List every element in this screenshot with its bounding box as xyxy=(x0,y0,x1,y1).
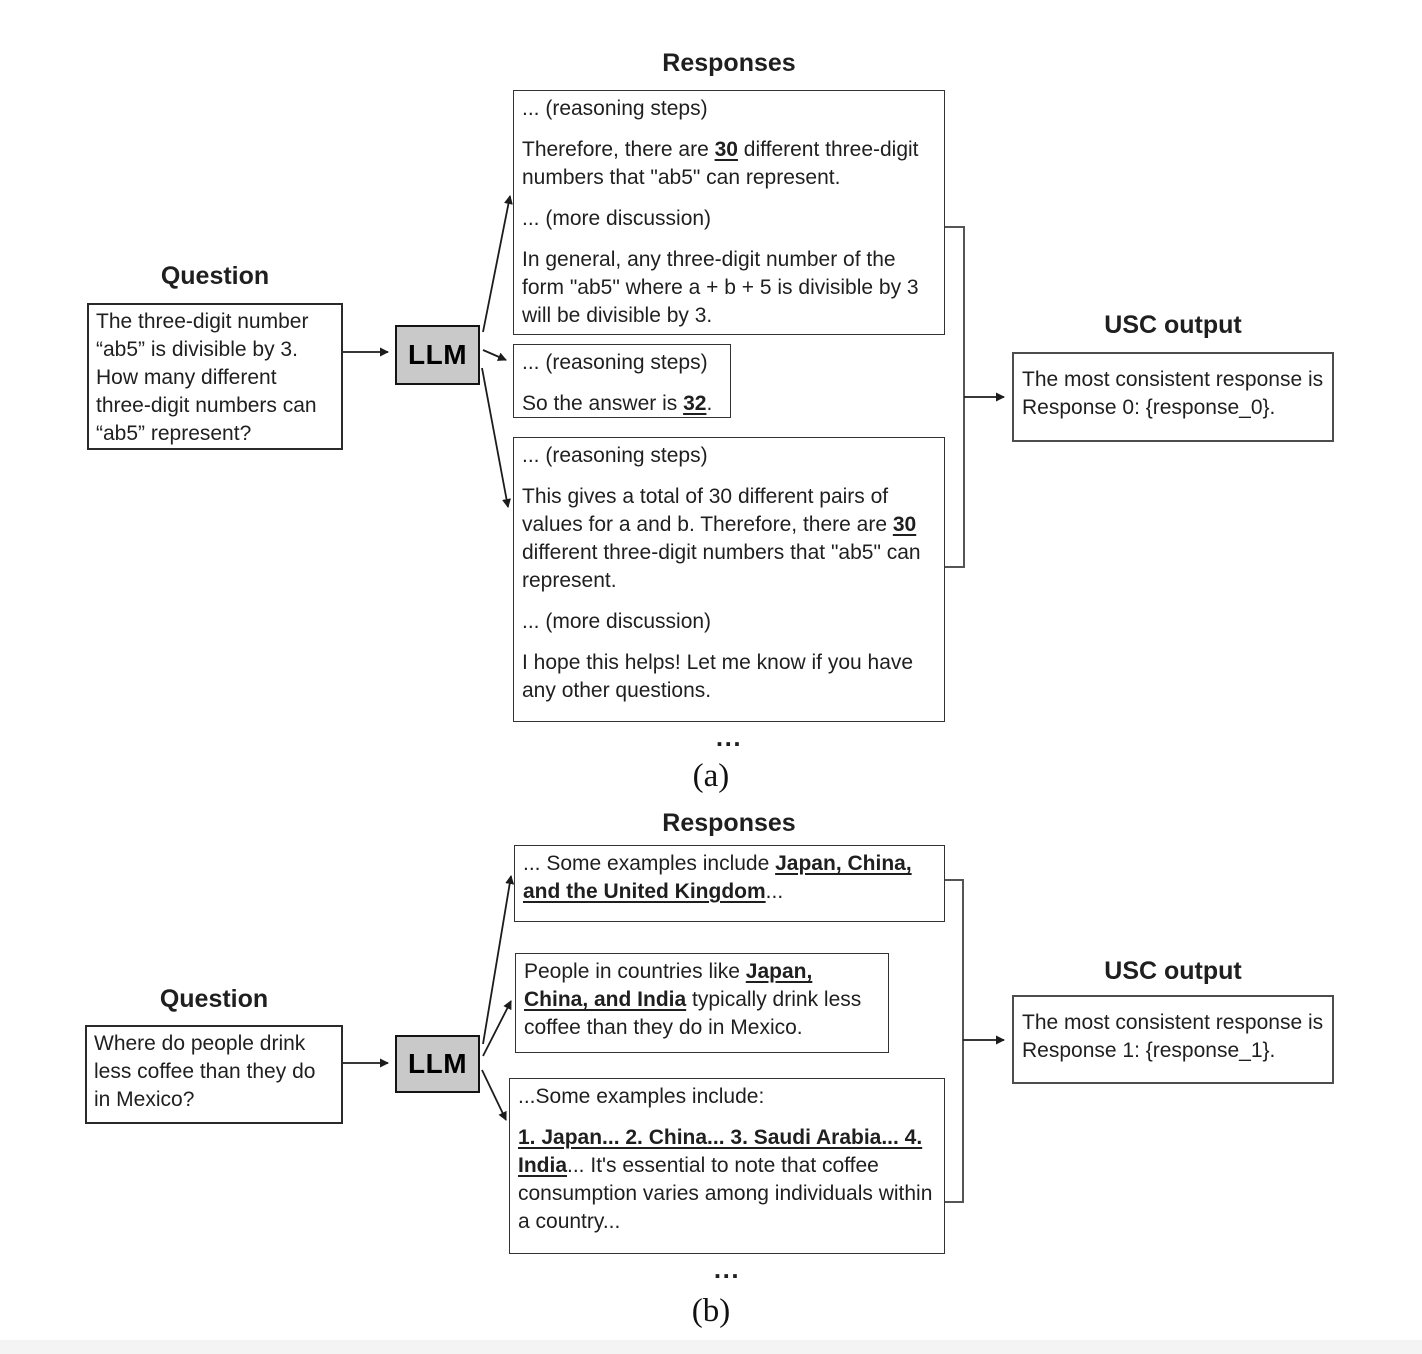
response-box-a-0: ... (reasoning steps)Therefore, there ar… xyxy=(513,90,945,335)
usc-output-title-a: USC output xyxy=(1104,311,1242,339)
question-box-a: The three-digit number “ab5” is divisibl… xyxy=(87,303,343,450)
llm-to-response1-arrow-a xyxy=(482,349,507,361)
caption-a: (a) xyxy=(692,758,730,794)
caption-b: (b) xyxy=(691,1293,731,1329)
response-box-b-1: People in countries like Japan, China, a… xyxy=(515,953,889,1053)
question-title-a: Question xyxy=(160,262,270,290)
response-box-a-1: ... (reasoning steps)So the answer is 32… xyxy=(513,344,731,418)
llm-to-response2-arrow-a xyxy=(481,367,511,508)
response-box-b-0: ... Some examples include Japan, China, … xyxy=(514,845,945,922)
usc-output-box-a: The most consistent response is Response… xyxy=(1012,352,1334,442)
usc-output-box-b: The most consistent response is Response… xyxy=(1012,995,1334,1084)
llm-to-response2-arrow-b xyxy=(481,1069,507,1121)
response-box-b-2: ...Some examples include:1. Japan... 2. … xyxy=(509,1078,945,1254)
more-responses-ellipsis-b: ... xyxy=(713,1254,741,1284)
responses-bracket-a xyxy=(945,226,965,568)
responses-title-b: Responses xyxy=(662,809,796,837)
llm-to-response0-arrow-a xyxy=(482,195,513,333)
llm-box-a: LLM xyxy=(395,325,480,385)
question-box-b: Where do people drink less coffee than t… xyxy=(85,1025,343,1124)
more-responses-ellipsis-a: ... xyxy=(715,722,743,752)
llm-to-response0-arrow-b xyxy=(482,875,515,1045)
responses-bracket-b xyxy=(945,879,964,1203)
response-box-a-2: ... (reasoning steps)This gives a total … xyxy=(513,437,945,722)
responses-title-a: Responses xyxy=(662,49,796,77)
llm-to-response1-arrow-b xyxy=(482,1000,512,1057)
usc-output-title-b: USC output xyxy=(1104,957,1242,985)
bottom-edge-strip xyxy=(0,1340,1422,1354)
question-title-b: Question xyxy=(159,985,269,1013)
llm-box-b: LLM xyxy=(395,1035,480,1093)
